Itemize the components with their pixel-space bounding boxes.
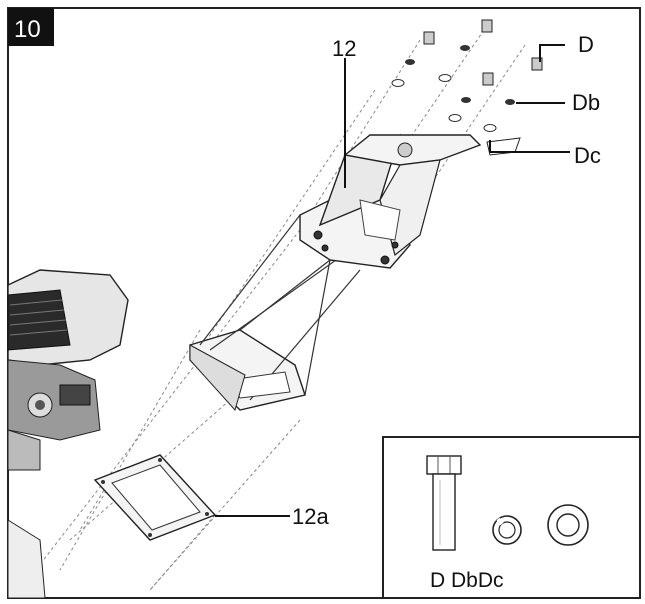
- hardware-stack-2: [438, 19, 493, 82]
- hardware-stack-4: [483, 57, 543, 132]
- chute-flange: [189, 344, 246, 412]
- hardware-inset: D DbDc: [382, 436, 641, 599]
- alignment-lines: [19, 29, 526, 591]
- lock-washer-db-icon: [492, 515, 522, 545]
- label-hw-d: D: [578, 32, 594, 57]
- bolt-d-icon: [426, 455, 462, 551]
- step-number: 10: [14, 16, 41, 43]
- flat-washer-dc-icon: [547, 504, 589, 546]
- label-part-12: 12: [332, 36, 356, 61]
- step-badge: [8, 8, 54, 46]
- hopper-corner: [7, 519, 46, 599]
- leader-lines: [215, 44, 570, 517]
- gasket-12a: [93, 454, 217, 541]
- hardware-stack-3: [448, 72, 494, 122]
- hardware-stack-1: [391, 31, 435, 87]
- inset-caption: D DbDc: [430, 569, 504, 592]
- label-hw-dc: Dc: [574, 143, 601, 168]
- engine-illustration: [7, 269, 129, 471]
- label-part-12a: 12a: [292, 504, 329, 529]
- label-hw-db: Db: [572, 90, 600, 115]
- discharge-chute-12: [189, 133, 482, 411]
